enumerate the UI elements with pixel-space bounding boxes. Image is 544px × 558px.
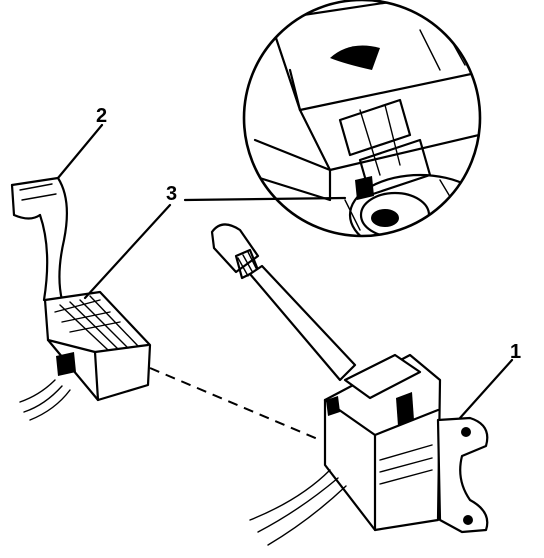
detail-inset bbox=[242, 0, 482, 238]
switch-body bbox=[249, 353, 489, 546]
alignment-dashed-line bbox=[149, 367, 321, 441]
callout-2: 2 bbox=[96, 105, 107, 127]
callout-1: 1 bbox=[510, 341, 521, 363]
leader-line-1 bbox=[458, 358, 514, 420]
switch-lever bbox=[210, 223, 357, 382]
wiring-connector bbox=[10, 176, 152, 421]
callout-3: 3 bbox=[166, 183, 177, 205]
leader-line-2 bbox=[56, 123, 104, 180]
leader-line-3a bbox=[83, 203, 172, 300]
leader-line-3b bbox=[183, 196, 347, 202]
